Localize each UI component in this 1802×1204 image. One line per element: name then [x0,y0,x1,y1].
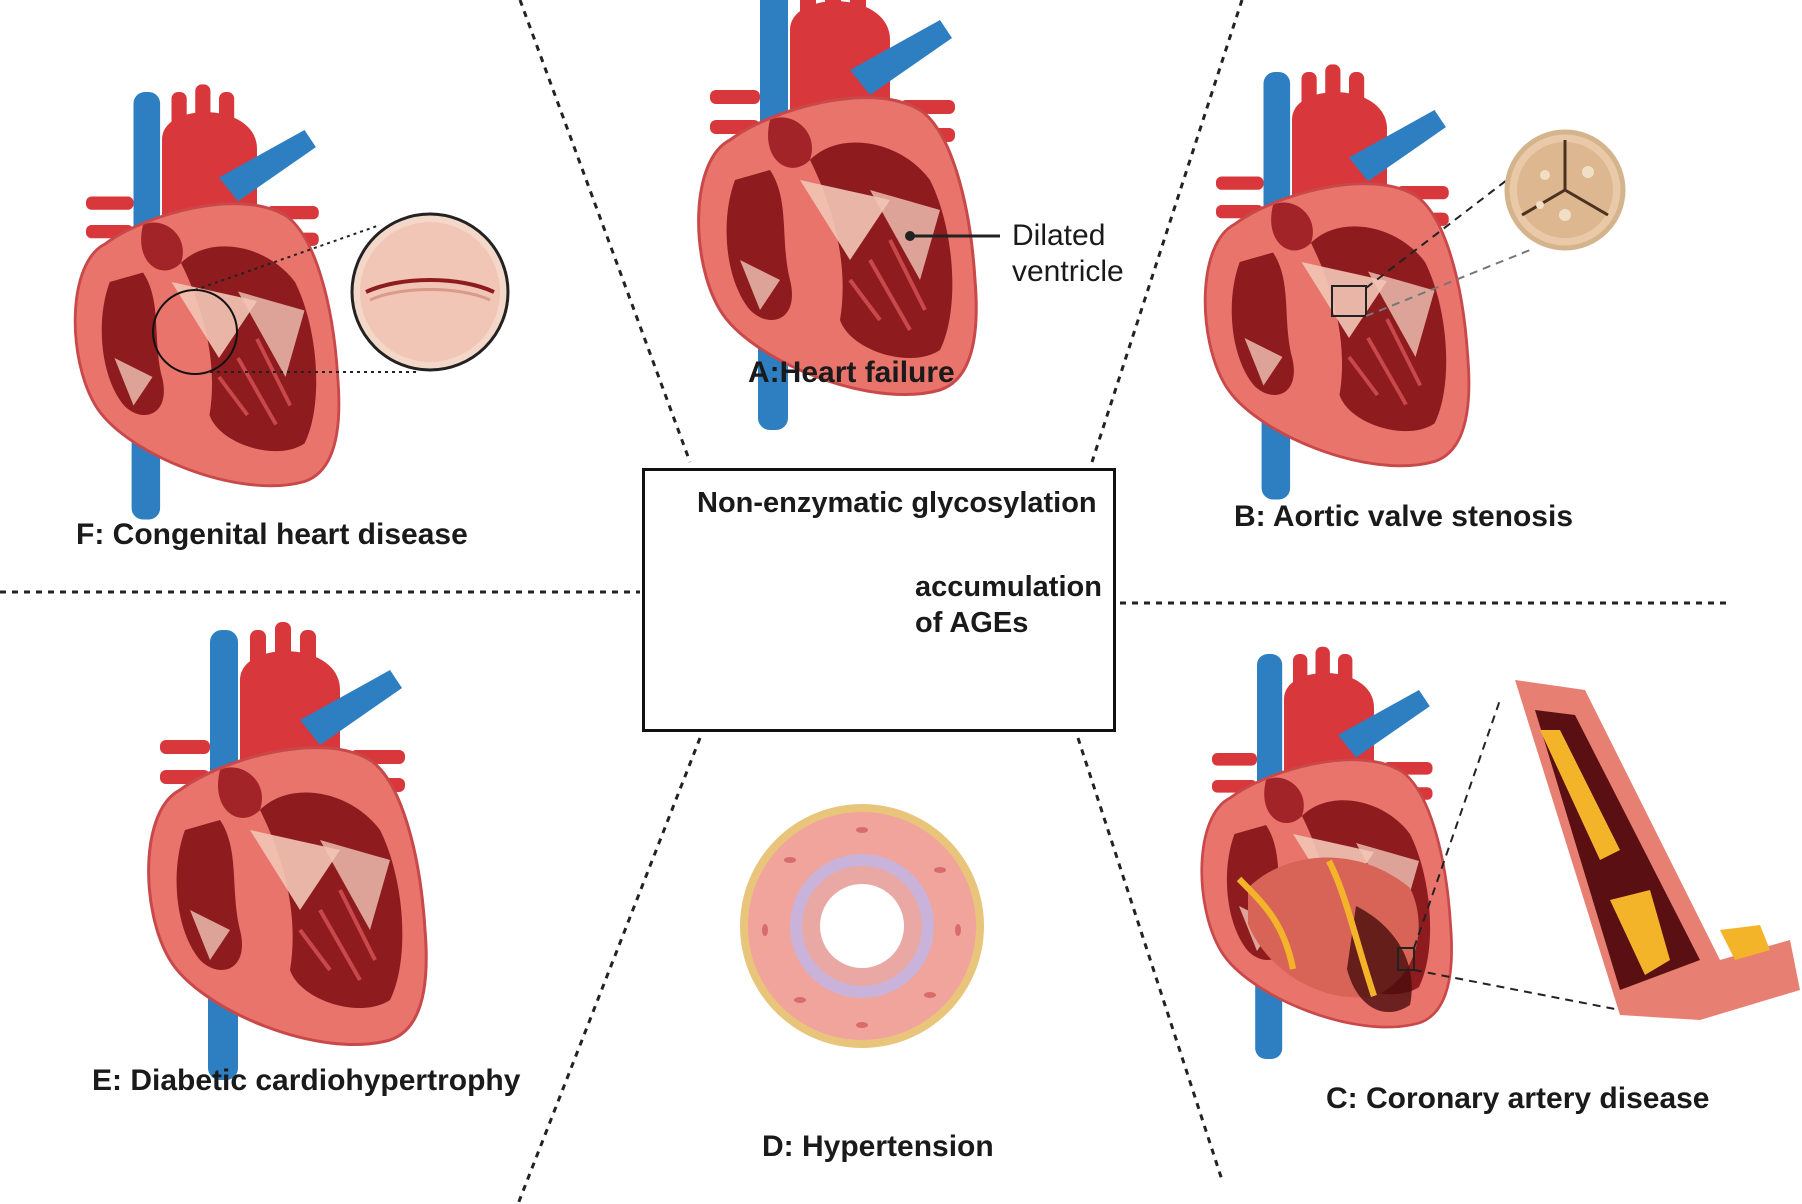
panel-c-label: C: Coronary artery disease [1326,1082,1710,1115]
ages-caption: accumulation of AGEs [915,571,1102,639]
valve-defect-zoom [350,212,510,372]
dilated-ventricle-dot [905,231,915,241]
panel-a-label: A:Heart failure [748,356,955,389]
center-box: Non-enzymatic glycosylation accumulation… [642,468,1116,732]
panel-d-label: D: Hypertension [762,1130,994,1163]
congenital-heart-illustration [73,82,341,522]
coronary-heart-illustration [1199,644,1454,1061]
panel-b-label: B: Aortic valve stenosis [1234,500,1574,533]
vessel-cross-section [740,804,984,1048]
aortic-stenosis-heart-illustration [1203,62,1471,502]
dashed-dividers [0,0,1730,1204]
panel-e-label: E: Diabetic cardiohypertrophy [92,1064,521,1097]
atherosclerotic-artery-zoom [1515,680,1800,1020]
dilated-ventricle-annotation: Dilated ventricle [1012,219,1124,288]
panel-f-label: F: Congenital heart disease [76,518,468,551]
center-title: Non-enzymatic glycosylation [697,487,1097,519]
aortic-valve-highlight-box [1331,285,1367,317]
cardiohypertrophy-heart-illustration [146,620,429,1082]
stenotic-valve-zoom [1504,129,1626,251]
coronary-highlight-box [1397,947,1415,971]
